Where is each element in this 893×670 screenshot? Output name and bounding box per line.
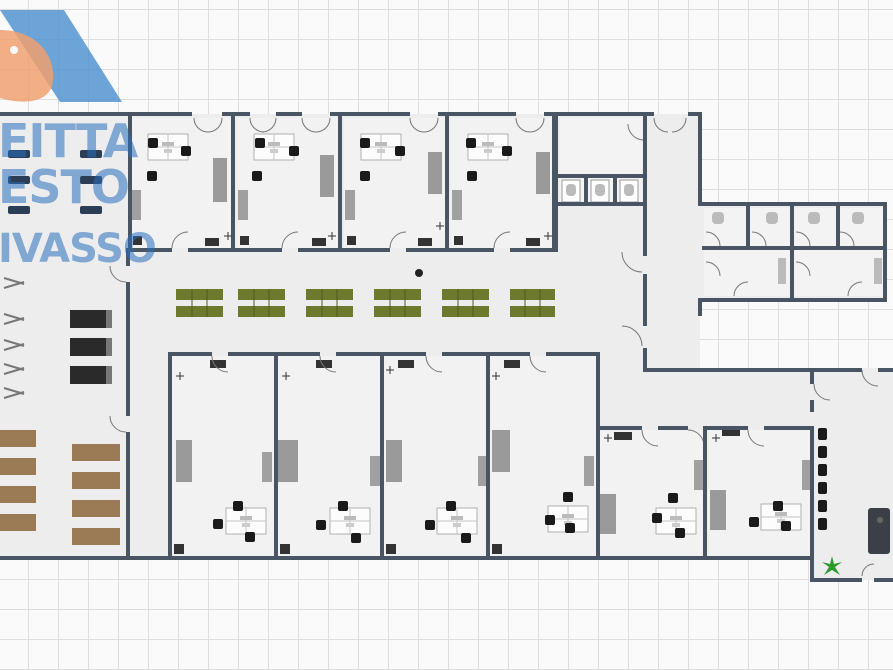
door-swings (109, 117, 879, 577)
gym-benches (0, 430, 120, 545)
toilet-icon (566, 184, 576, 196)
cabinet (428, 152, 442, 194)
gym-area (0, 150, 120, 545)
plant-icon (822, 556, 842, 575)
toilet-icon (595, 184, 605, 196)
waiting-benches (176, 289, 555, 317)
cabinet (320, 155, 334, 197)
reception-chairs (818, 428, 827, 530)
bench-seat-dividers (191, 289, 541, 317)
elliptical-icon (3, 277, 25, 399)
reception-area (818, 428, 890, 575)
reception-desk (868, 508, 890, 554)
walls (0, 112, 893, 582)
plant-small (415, 269, 423, 277)
top-offices (130, 118, 622, 248)
treadmill-icon (70, 310, 112, 384)
wc-block-top (560, 118, 642, 204)
cabinet (536, 152, 550, 194)
cabinet (213, 158, 227, 202)
sink-icon (778, 258, 786, 284)
sink-icon (874, 258, 882, 284)
exercise-bikes (8, 150, 102, 214)
toilet-icon (624, 184, 634, 196)
electrical-markers (176, 222, 720, 442)
bottom-offices (172, 356, 812, 556)
